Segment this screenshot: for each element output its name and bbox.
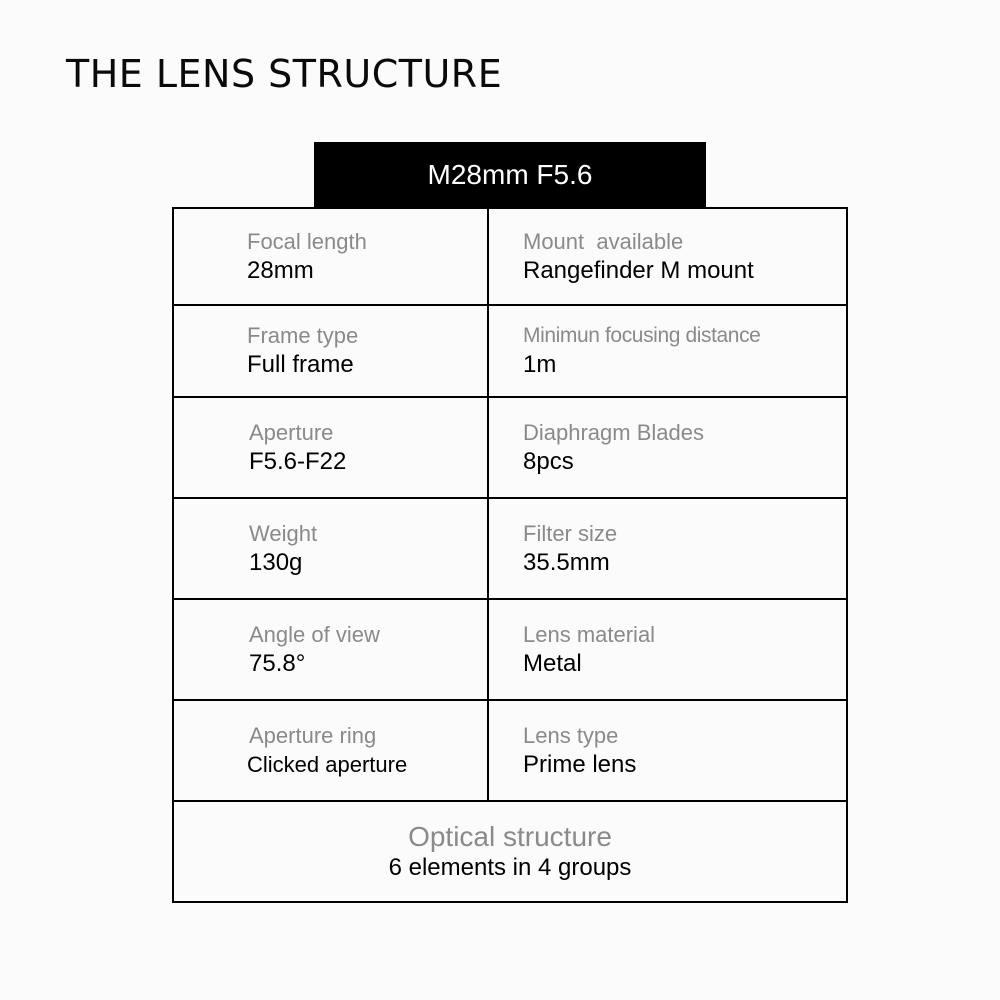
spec-label: Focal length xyxy=(247,228,367,254)
optical-structure-value: 6 elements in 4 groups xyxy=(388,853,632,881)
spec-label: Aperture ring xyxy=(249,722,377,748)
optical-structure-label: Optical structure xyxy=(408,820,612,852)
spec-cell-focal-length: Focal length 28mm xyxy=(174,209,489,304)
spec-cell-lens-material: Lens material Metal xyxy=(489,600,846,699)
spec-row: Angle of view 75.8° Lens material Metal xyxy=(174,600,846,701)
spec-value: F5.6-F22 xyxy=(249,447,347,475)
spec-cell-mount: Mount available Rangefinder M mount xyxy=(489,209,846,304)
spec-value: Metal xyxy=(523,649,582,677)
model-name: M28mm F5.6 xyxy=(427,159,593,190)
spec-cell-filter-size: Filter size 35.5mm xyxy=(489,499,846,598)
spec-row: Aperture ring Clicked aperture Lens type… xyxy=(174,701,846,802)
spec-value: 8pcs xyxy=(523,447,574,475)
spec-cell-aperture-ring: Aperture ring Clicked aperture xyxy=(174,701,489,800)
spec-value: Prime lens xyxy=(523,750,637,778)
spec-cell-lens-type: Lens type Prime lens xyxy=(489,701,846,800)
spec-row: Aperture F5.6-F22 Diaphragm Blades 8pcs xyxy=(174,398,846,499)
spec-cell-angle-of-view: Angle of view 75.8° xyxy=(174,600,489,699)
model-name-banner: M28mm F5.6 xyxy=(314,142,706,208)
spec-label: Diaphragm Blades xyxy=(523,419,704,445)
optical-structure-row: Optical structure 6 elements in 4 groups xyxy=(174,802,846,901)
spec-value: 130g xyxy=(249,548,303,576)
spec-label: Minimun focusing distance xyxy=(523,324,761,347)
spec-value: 35.5mm xyxy=(523,548,610,576)
spec-label: Angle of view xyxy=(249,621,380,647)
spec-row: Frame type Full frame Minimun focusing d… xyxy=(174,306,846,398)
spec-value: 28mm xyxy=(247,256,314,284)
spec-label: Filter size xyxy=(523,520,618,546)
spec-cell-min-focus: Minimun focusing distance 1m xyxy=(489,306,846,396)
spec-value: 75.8° xyxy=(249,649,306,677)
spec-label: Frame type xyxy=(247,323,359,348)
spec-value: 1m xyxy=(523,351,557,378)
spec-row: Focal length 28mm Mount available Rangef… xyxy=(174,209,846,306)
spec-label: Lens material xyxy=(523,621,656,647)
spec-label: Weight xyxy=(249,520,318,546)
spec-cell-diaphragm: Diaphragm Blades 8pcs xyxy=(489,398,846,497)
spec-label: Aperture xyxy=(249,419,334,445)
spec-cell-weight: Weight 130g xyxy=(174,499,489,598)
spec-row: Weight 130g Filter size 35.5mm xyxy=(174,499,846,600)
spec-cell-frame-type: Frame type Full frame xyxy=(174,306,489,396)
page-title: THE LENS STRUCTURE xyxy=(66,52,503,96)
spec-value: Full frame xyxy=(247,351,354,378)
spec-label: Mount available xyxy=(523,228,684,254)
spec-value: Clicked aperture xyxy=(247,751,408,777)
spec-cell-aperture: Aperture F5.6-F22 xyxy=(174,398,489,497)
spec-table: Focal length 28mm Mount available Rangef… xyxy=(172,207,848,903)
spec-value: Rangefinder M mount xyxy=(523,256,754,284)
spec-label: Lens type xyxy=(523,722,619,748)
